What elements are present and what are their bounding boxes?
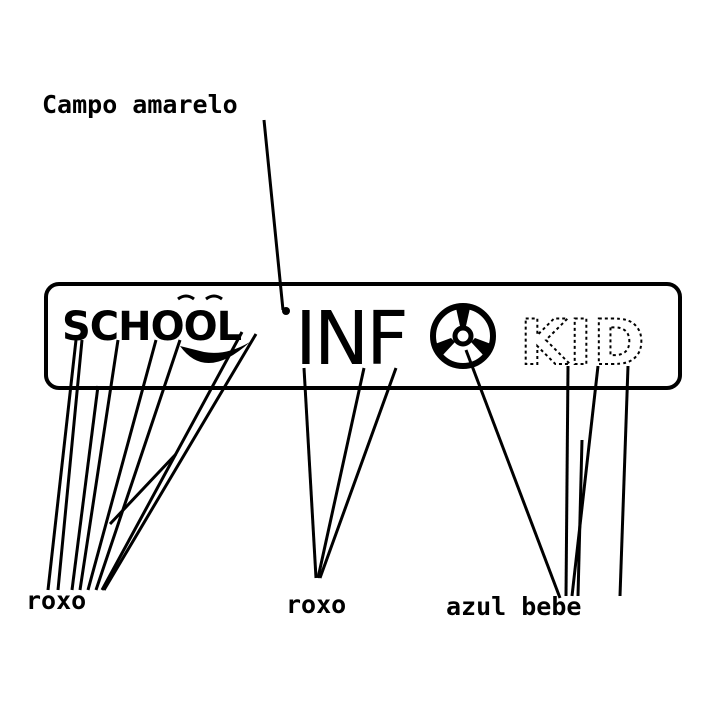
label-yellow-field: Campo amarelo <box>42 90 238 119</box>
logo-info-text: INF <box>295 296 406 382</box>
label-purple-middle: roxo <box>286 590 347 619</box>
leader-line-field <box>262 119 285 311</box>
leader-lines-light-blue <box>464 349 630 599</box>
label-light-blue: azul bebe <box>446 592 582 621</box>
eyebrow-left <box>177 294 195 301</box>
logo-banner <box>44 282 682 390</box>
logo-kid-text: KID <box>520 306 646 379</box>
leader-lines-roxo-middle <box>302 367 398 579</box>
logo-school-text: SCHOOL <box>62 304 242 350</box>
leader-lines-roxo-left <box>46 331 258 591</box>
eyebrow-right <box>205 294 223 301</box>
cd-disc-icon <box>430 303 496 369</box>
logo-smile <box>180 342 250 364</box>
label-purple-left: roxo <box>26 586 87 615</box>
